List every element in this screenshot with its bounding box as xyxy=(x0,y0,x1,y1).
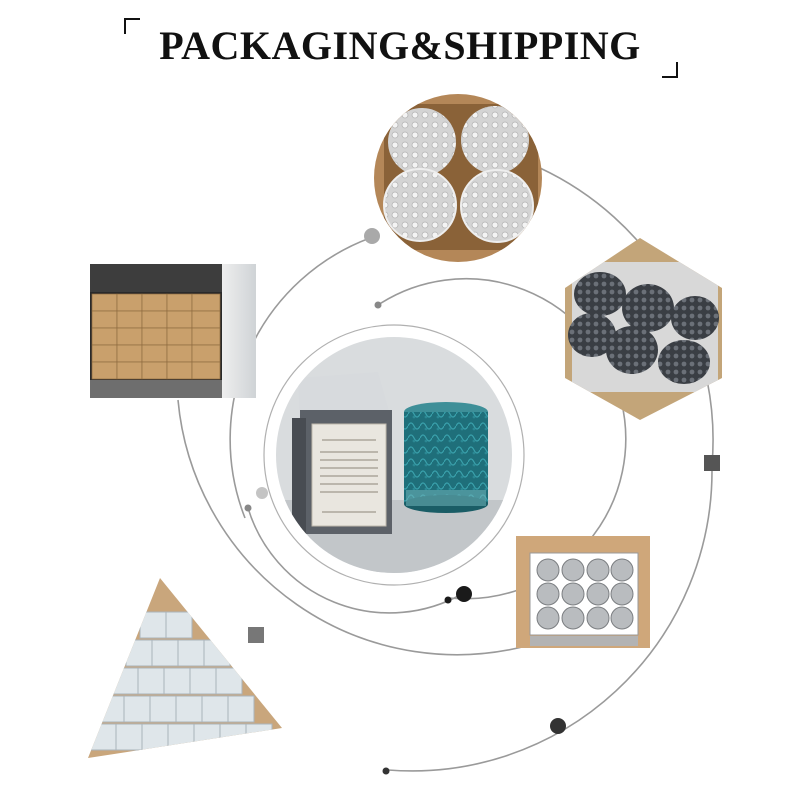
orbit-markers xyxy=(244,228,720,775)
orbit-inner-ring-2 xyxy=(247,507,463,614)
marker-dot-small xyxy=(374,301,382,309)
photo-stacked-boxes xyxy=(88,578,282,758)
photo-wrapped-lids xyxy=(374,94,542,262)
title-corner-bracket-right xyxy=(662,62,678,78)
photo-jars-in-carton xyxy=(516,536,650,648)
marker-dot-light xyxy=(256,487,268,499)
marker-dot-dark-small xyxy=(444,596,452,604)
orbit-center-ring xyxy=(263,324,525,586)
page-title: PACKAGING&SHIPPING xyxy=(159,23,641,68)
photo-bubble-wrapped-jars xyxy=(565,238,722,420)
orbit-lower-arc xyxy=(387,469,713,772)
photo-container-loading xyxy=(90,264,256,398)
marker-dot-light xyxy=(364,228,380,244)
marker-square xyxy=(704,455,720,471)
title-corner-bracket-left xyxy=(124,18,140,34)
photo-jar-and-gift-box xyxy=(276,337,512,573)
marker-dot-small xyxy=(382,767,390,775)
marker-square xyxy=(248,627,264,643)
marker-dot-dark xyxy=(456,586,472,602)
marker-dot-small xyxy=(244,504,252,512)
orbit-left-lower-arc xyxy=(177,399,531,656)
marker-dot-dark xyxy=(550,718,566,734)
